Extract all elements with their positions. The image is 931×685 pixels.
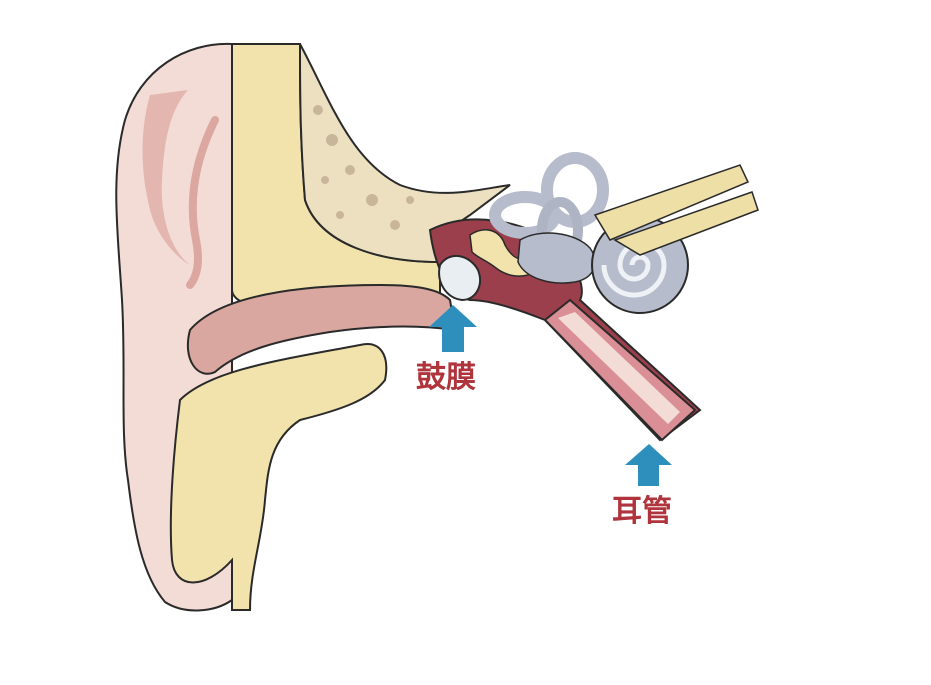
pinna-fold bbox=[142, 90, 190, 265]
bone-pore bbox=[366, 194, 378, 206]
arrow-up-icon bbox=[625, 444, 672, 486]
nerve-bundle bbox=[613, 191, 759, 256]
eustachian-tube-lining bbox=[558, 312, 680, 424]
bone-pore bbox=[326, 134, 338, 146]
pinna-antihelix bbox=[186, 116, 219, 289]
bone-pore bbox=[406, 196, 414, 204]
vestibule bbox=[517, 232, 596, 284]
temporal-bone bbox=[299, 43, 511, 264]
bone-pore bbox=[313, 105, 323, 115]
nerve-bundle bbox=[593, 164, 750, 241]
eardrum-label: 鼓膜 bbox=[416, 360, 476, 395]
bone-pore bbox=[336, 211, 344, 219]
eustachian-tube-label: 耳管 bbox=[612, 494, 672, 529]
semicircular-canal bbox=[489, 191, 561, 239]
arrow-up-icon bbox=[429, 305, 477, 352]
bone-pore bbox=[345, 165, 355, 175]
bone-pore bbox=[390, 220, 400, 230]
ear-canal bbox=[186, 283, 457, 375]
tympanic-membrane bbox=[438, 255, 481, 302]
cartilage-lower bbox=[169, 343, 388, 611]
auditory-nerve bbox=[593, 164, 759, 256]
bone-pore bbox=[321, 176, 329, 184]
